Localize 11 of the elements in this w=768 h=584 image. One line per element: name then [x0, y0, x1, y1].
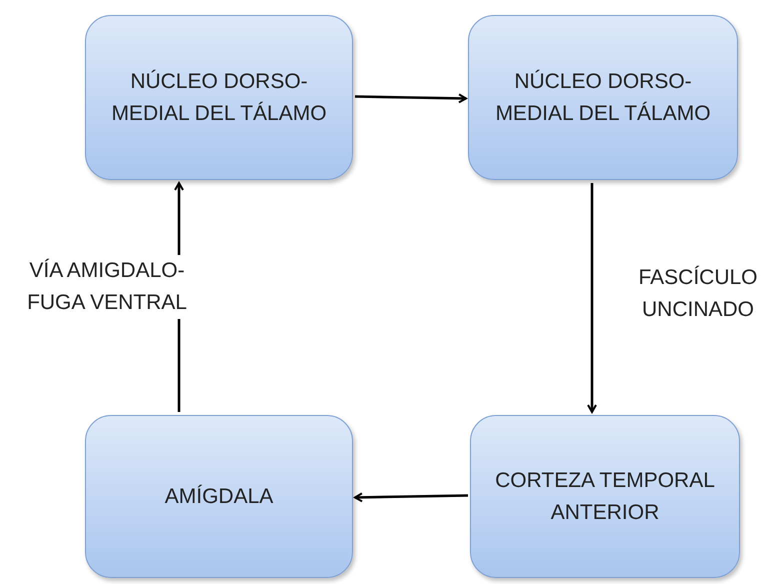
arrow [354, 93, 467, 104]
box-label: CORTEZA TEMPORAL ANTERIOR [494, 468, 716, 526]
box-label: NÚCLEO DORSO-MEDIAL DEL TÁLAMO [494, 68, 712, 126]
rounded-box [85, 415, 353, 578]
rounded-box [470, 415, 740, 578]
arrow [354, 492, 468, 502]
box-label: AMÍGDALA [164, 484, 274, 510]
box-label: NÚCLEO DORSO-MEDIAL DEL TÁLAMO [110, 68, 328, 126]
arrow [587, 183, 597, 413]
rounded-box [468, 15, 738, 180]
rounded-box [85, 15, 353, 180]
